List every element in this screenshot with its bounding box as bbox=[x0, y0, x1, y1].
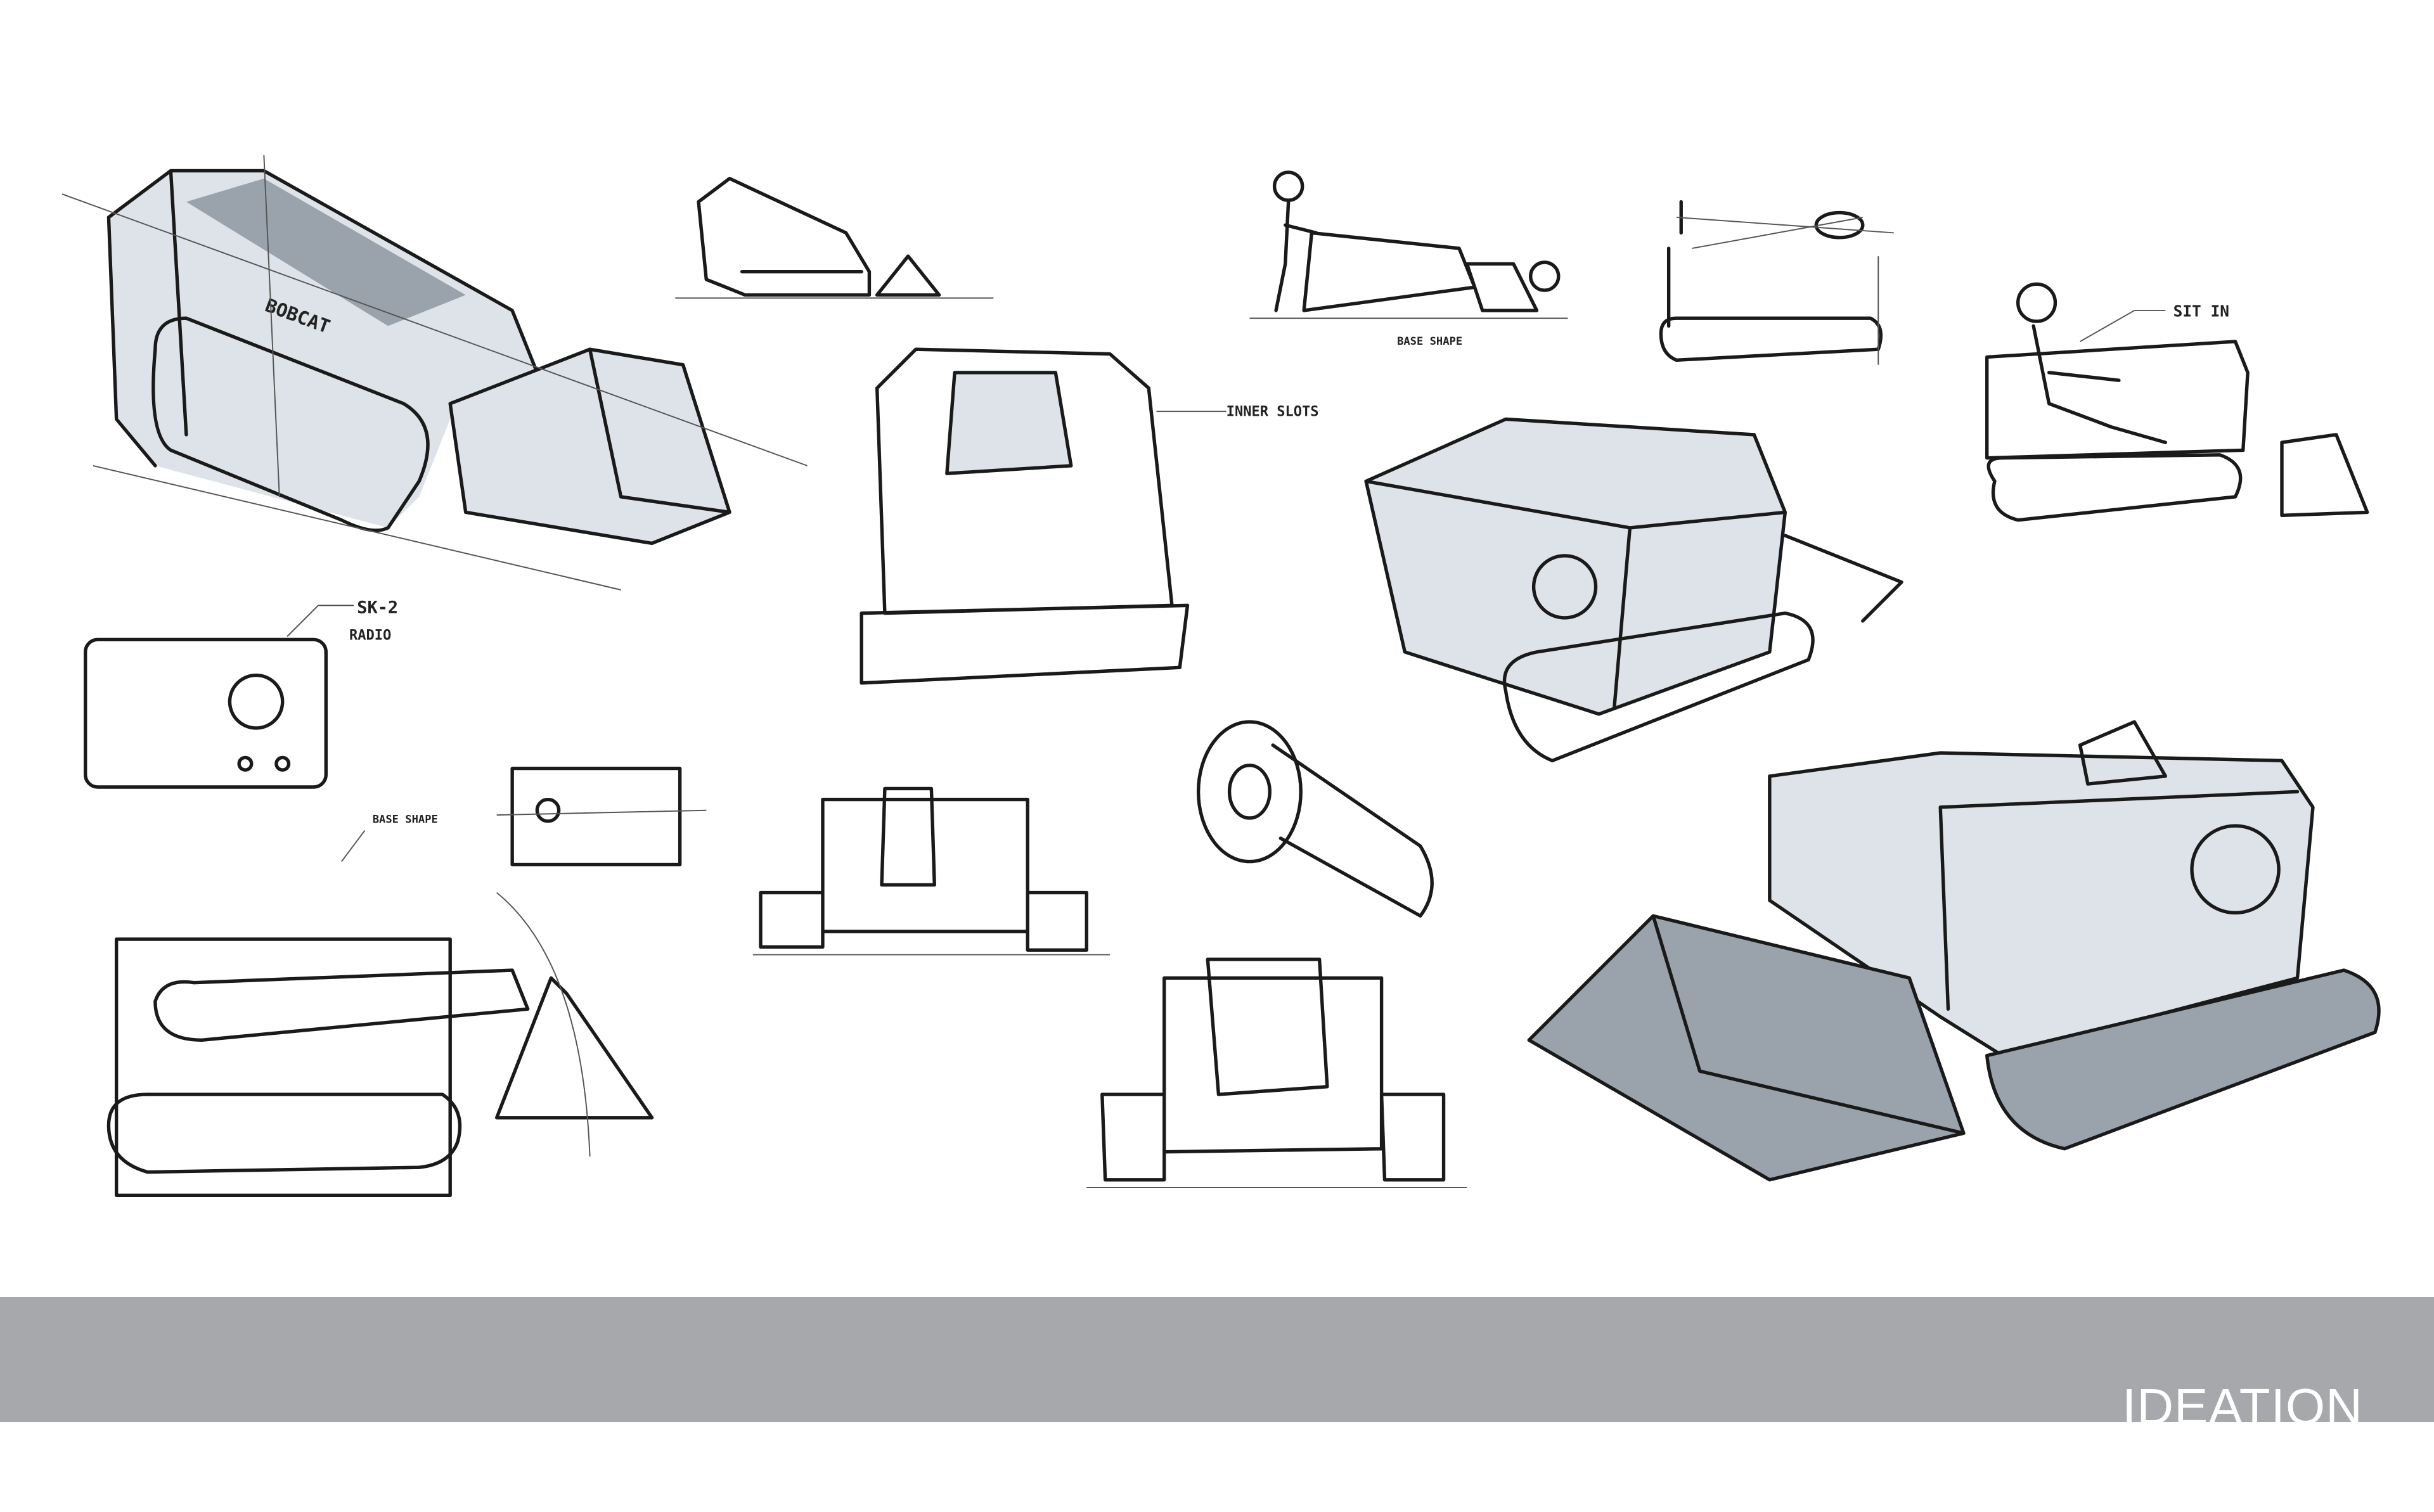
sketch-bobcat-loader: BOBCAT bbox=[61, 155, 808, 591]
footer-band bbox=[0, 1297, 2434, 1422]
sketch-person-loader: BASE SHAPE bbox=[1249, 170, 1568, 348]
sketch-sit-in: SIT IN bbox=[1985, 282, 2369, 522]
page-title: IDEATION bbox=[2122, 1381, 2363, 1422]
sketch-small-loader bbox=[675, 177, 994, 299]
sketch-radio: SK-2 RADIO bbox=[83, 598, 398, 789]
base-shape-left-label: BASE SHAPE bbox=[373, 813, 438, 826]
sketch-front-tracks bbox=[752, 786, 1111, 956]
sketch-large-loader bbox=[1527, 720, 2381, 1182]
sketch-base-shape: BASE SHAPE bbox=[340, 766, 707, 867]
sketch-rear-tracks bbox=[1086, 958, 1467, 1188]
sketch-side-arm bbox=[106, 892, 654, 1197]
sketch-box-loader bbox=[1364, 417, 1903, 763]
radio-label-radio: RADIO bbox=[349, 627, 391, 643]
radio-label-sk2: SK-2 bbox=[357, 598, 398, 618]
base-shape-top-label: BASE SHAPE bbox=[1397, 335, 1462, 348]
inner-slots-label: INNER SLOTS bbox=[1227, 404, 1319, 420]
sit-in-label: SIT IN bbox=[2173, 302, 2229, 321]
sketch-front-seat: INNER SLOTS bbox=[860, 347, 1319, 685]
sketch-eye-track bbox=[1659, 200, 1894, 365]
sketch-track-wheel bbox=[1196, 720, 1434, 918]
